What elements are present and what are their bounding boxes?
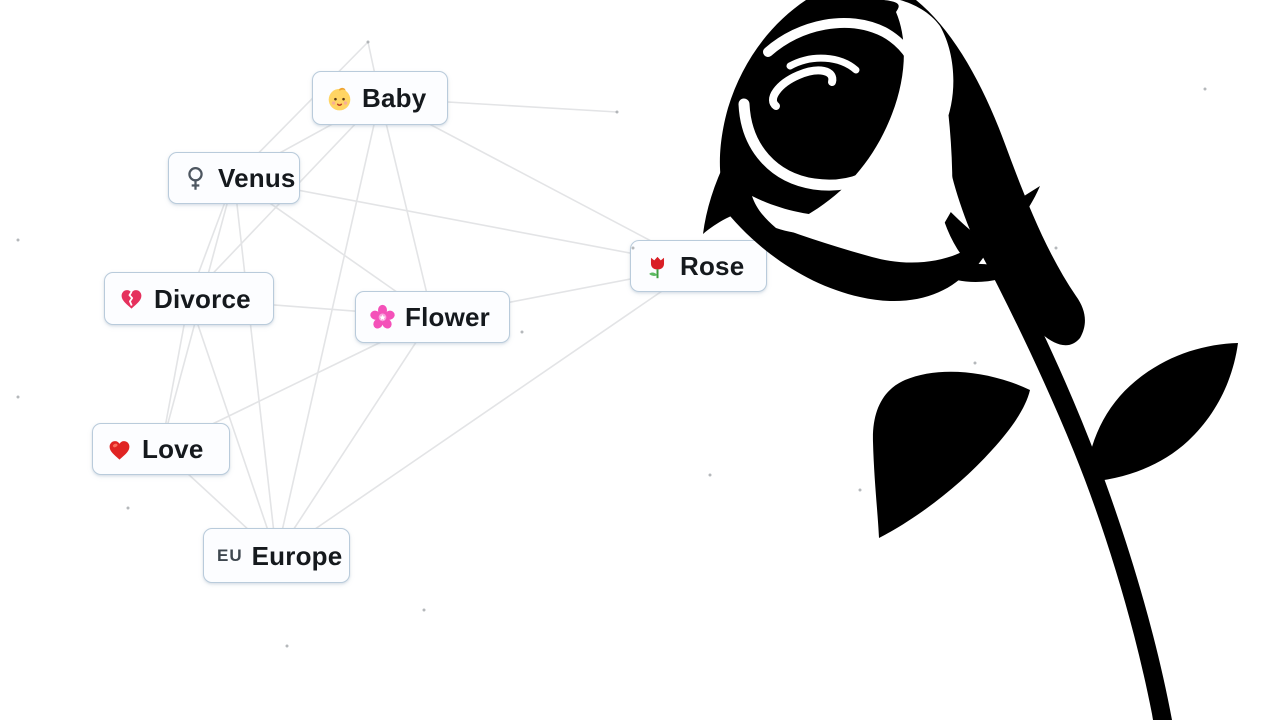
connection-line — [233, 177, 278, 556]
eu-flag-emoji-icon: EU — [217, 546, 243, 565]
tile-europe[interactable]: EU Europe — [203, 528, 350, 583]
broken-heart-emoji-icon — [118, 285, 145, 312]
rose-leaf-right — [1086, 343, 1238, 482]
connection-line — [379, 97, 434, 318]
rose-silhouette-group — [703, 0, 1238, 720]
particle-dot — [16, 238, 20, 242]
rose-white-cutouts — [752, 36, 953, 248]
tile-label-venus: Venus — [218, 163, 296, 193]
particle-dot — [615, 110, 619, 114]
particle-dot — [126, 506, 130, 510]
red-heart-emoji-icon — [106, 436, 133, 463]
cherry-blossom-emoji-icon — [369, 304, 396, 331]
tile-love[interactable]: Love — [92, 423, 230, 475]
tile-divorce[interactable]: Divorce — [104, 272, 274, 325]
rose-swirl-highlights — [738, 17, 929, 191]
particle-dot — [1203, 87, 1207, 91]
tile-rose[interactable]: Rose — [630, 240, 767, 292]
rose-sepal-wing-left — [703, 158, 752, 234]
particle-dot — [520, 330, 524, 334]
rose-leaf-left — [872, 371, 1030, 538]
tile-baby[interactable]: Baby — [312, 71, 448, 125]
baby-emoji-icon — [326, 85, 353, 112]
rose-calyx — [938, 198, 992, 270]
rose-stem — [974, 240, 1172, 720]
tile-venus[interactable]: Venus — [168, 152, 300, 204]
connection-line — [233, 177, 699, 267]
rose-bud — [719, 0, 904, 227]
particle-dot — [16, 395, 20, 399]
particle-dot — [366, 40, 370, 44]
female-sign-emoji-icon — [182, 165, 209, 192]
particle-dot — [858, 488, 862, 492]
particle-dot — [708, 473, 712, 477]
tile-label-flower: Flower — [405, 302, 490, 332]
connection-line — [275, 316, 434, 556]
rose-petal-right — [900, 0, 1085, 346]
particle-dot — [631, 246, 635, 250]
rose-emoji-icon — [644, 253, 671, 280]
tile-label-love: Love — [142, 434, 204, 464]
tile-label-divorce: Divorce — [154, 283, 251, 314]
particle-dot — [1054, 246, 1058, 250]
particle-dot — [973, 361, 977, 365]
tile-label-rose: Rose — [680, 251, 745, 281]
rose-sepal-spike-right — [960, 186, 1040, 257]
tile-label-europe: Europe — [251, 540, 343, 571]
tile-label-baby: Baby — [362, 83, 427, 113]
rose-sepal-spike-left — [939, 263, 1004, 282]
tile-flower[interactable]: Flower — [355, 291, 510, 343]
particle-dot — [285, 644, 289, 648]
particle-dot — [422, 608, 426, 612]
